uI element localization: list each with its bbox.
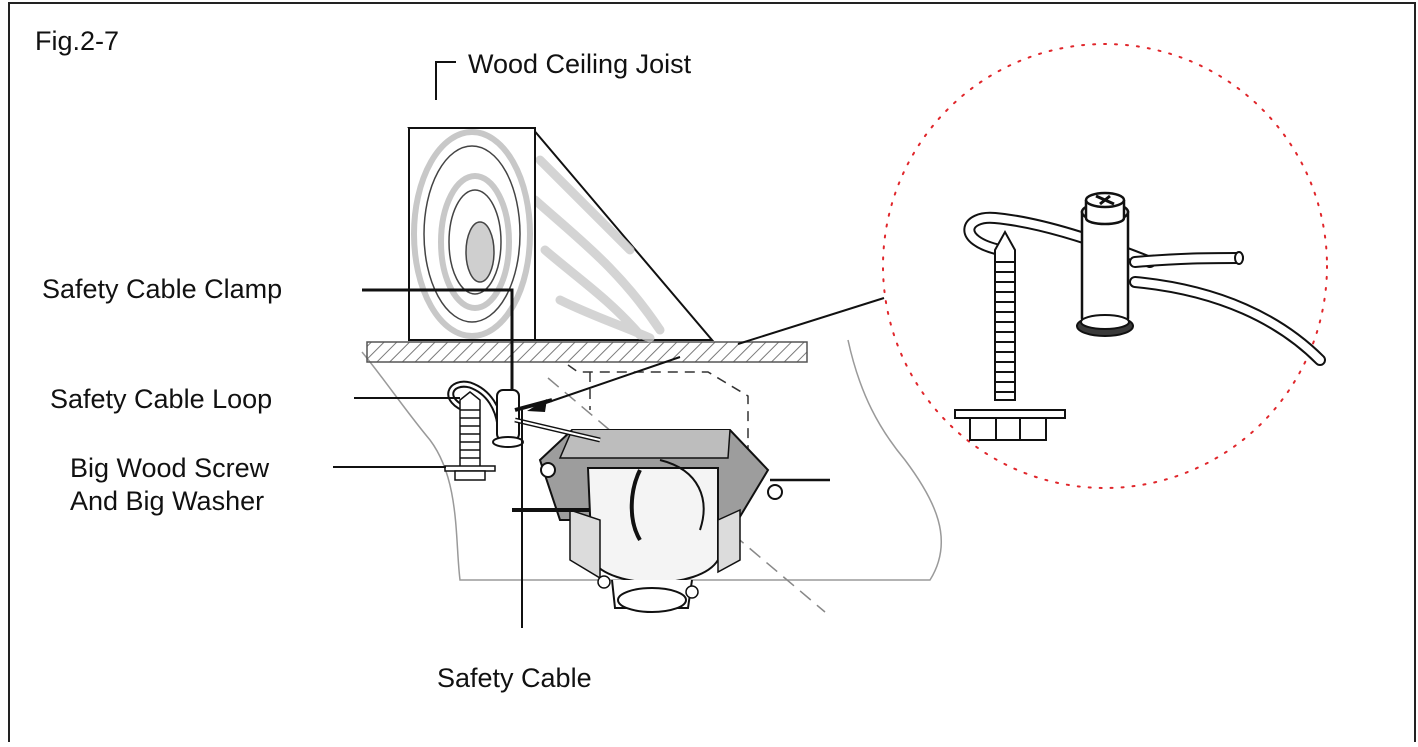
joist-leader xyxy=(435,61,456,100)
detail-arrow-line xyxy=(539,356,681,406)
figure-label: Fig.2-7 xyxy=(35,26,119,56)
detail-circle xyxy=(882,43,1328,489)
clamp-callout: Safety Cable Clamp xyxy=(42,274,282,304)
detail-connector xyxy=(737,297,885,345)
mounting-bracket xyxy=(538,429,830,613)
joist-callout: Wood Ceiling Joist xyxy=(468,49,692,79)
detail-arrow-head xyxy=(527,399,547,412)
screw-callout-line1: Big Wood Screw xyxy=(70,453,270,483)
detail-assembly xyxy=(954,191,1326,441)
ceiling-outline xyxy=(361,339,943,581)
screw-callout-line2: And Big Washer xyxy=(70,486,264,516)
wood-joist xyxy=(407,127,715,343)
junction-box-outline xyxy=(567,364,749,452)
cable-callout: Safety Cable xyxy=(437,663,592,693)
loop-callout: Safety Cable Loop xyxy=(50,384,272,414)
screw-assembly xyxy=(444,380,601,481)
clamp-leader xyxy=(362,288,514,390)
figure-frame xyxy=(8,2,1416,747)
ceiling-board xyxy=(366,341,808,363)
